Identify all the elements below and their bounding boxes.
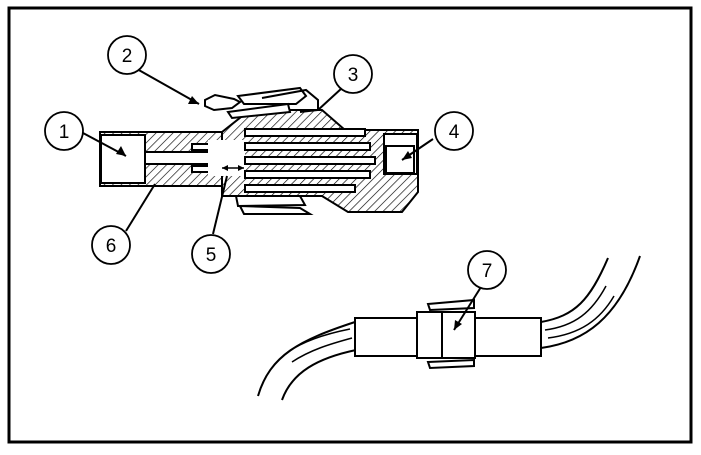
callout-number: 1 xyxy=(59,122,70,143)
callout-leaders xyxy=(82,68,482,331)
callout-1: 1 xyxy=(44,111,84,151)
callout-number: 6 xyxy=(106,236,117,257)
callout-3: 3 xyxy=(333,54,373,94)
callout-number: 5 xyxy=(206,245,217,266)
figure-frame xyxy=(7,6,693,444)
connector-cross-section xyxy=(99,86,419,215)
callout-number: 7 xyxy=(482,261,493,282)
callout-number: 3 xyxy=(348,65,359,86)
callout-2: 2 xyxy=(107,35,147,75)
callout-4: 4 xyxy=(434,111,474,151)
callout-7: 7 xyxy=(467,250,507,290)
callout-5: 5 xyxy=(191,234,231,274)
callout-number: 2 xyxy=(122,46,133,67)
callout-number: 4 xyxy=(449,122,460,143)
cable-connector-assembly xyxy=(257,255,641,401)
callout-6: 6 xyxy=(91,225,131,265)
